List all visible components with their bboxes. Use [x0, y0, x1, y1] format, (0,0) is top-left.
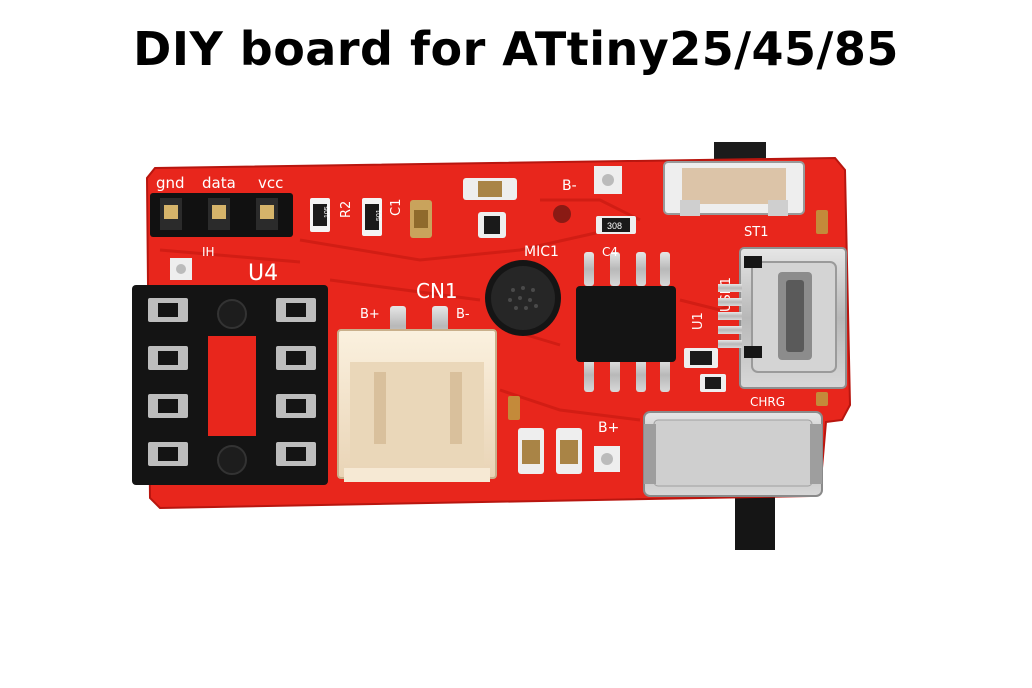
marking-308: 308	[607, 221, 622, 231]
marking-105: 105	[324, 206, 331, 218]
microphone-mic1	[485, 260, 561, 336]
header-ref: IH	[202, 245, 215, 259]
ic-socket-u4	[132, 285, 328, 485]
switch-ref: ST1	[744, 225, 768, 240]
mounting-hole	[553, 205, 571, 223]
ic-ref: U1	[691, 312, 706, 330]
charge-label: CHRG	[750, 395, 785, 409]
cap2-ref: C4	[602, 245, 618, 259]
socket-ref: U4	[248, 261, 278, 286]
connector-ref: CN1	[416, 279, 458, 303]
header-label-data: data	[202, 174, 236, 192]
resistor-ref: R2	[339, 201, 354, 218]
switch-bottom-handle	[735, 488, 775, 550]
page-title: DIY board for ATtiny25/45/85	[133, 22, 899, 76]
header-label-vcc: vcc	[258, 174, 283, 192]
slide-switch-bottom	[643, 411, 823, 497]
slide-switch-top	[663, 161, 805, 216]
header-label-gnd: gnd	[156, 174, 185, 192]
marking-501: 501	[376, 209, 383, 221]
ic-chip-u1	[576, 252, 676, 392]
jst-connector-cn1	[337, 306, 497, 482]
usb-ref: USB1	[719, 277, 734, 312]
pin-header	[150, 193, 293, 237]
cap-ref: C1	[389, 199, 404, 216]
usb-port	[718, 247, 847, 389]
connector-pin-minus: B-	[456, 307, 470, 322]
mic-ref: MIC1	[524, 244, 559, 260]
connector-pin-plus: B+	[360, 307, 380, 322]
pcb-traces	[159, 198, 741, 422]
battery-minus-label: B-	[562, 178, 577, 194]
battery-plus-label: B+	[598, 420, 619, 436]
